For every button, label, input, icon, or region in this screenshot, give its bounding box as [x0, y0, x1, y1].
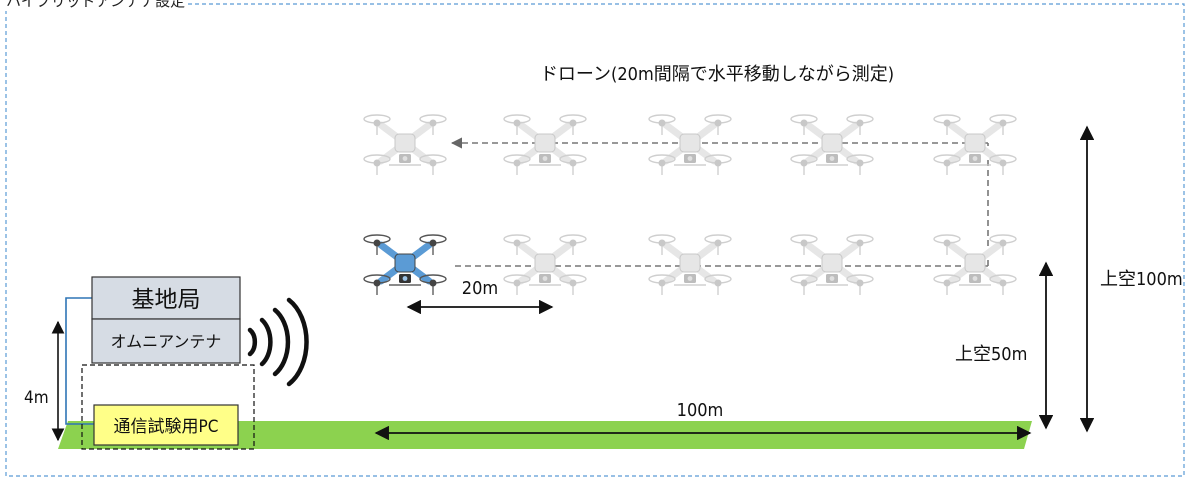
high-altitude-label: 上空100m — [1100, 269, 1183, 290]
ghost-drone-icon — [503, 114, 587, 175]
low-altitude-label: 上空50m — [955, 344, 1027, 365]
antenna-box — [91, 318, 241, 364]
distance-label: 100m — [677, 400, 724, 421]
ghost-drone-icon — [790, 234, 874, 295]
ghost-drone-icon — [648, 234, 732, 295]
spacing-label: 20m — [462, 278, 498, 299]
base-station-label: 基地局 — [132, 287, 201, 313]
antenna-label: オムニアンテナ — [111, 332, 222, 351]
ghost-drone-icon — [790, 114, 874, 175]
ghost-drone-icon — [648, 114, 732, 175]
ghost-drone-icon — [933, 114, 1017, 175]
height-label: 4m — [24, 388, 49, 408]
radio-wave-icon — [247, 297, 309, 387]
drone-title: ドローン(20m間隔で水平移動しながら測定) — [540, 64, 894, 85]
frame-border — [5, 3, 1185, 477]
station-wire — [65, 297, 96, 425]
flight-path — [450, 137, 989, 267]
frame-title: ハイブリッドアンテナ設定 — [4, 0, 188, 11]
ghost-drone-icon — [933, 234, 1017, 295]
active-drone-icon — [363, 234, 447, 295]
drone-layer — [363, 114, 1017, 295]
ghost-drone-icon — [503, 234, 587, 295]
pc-label: 通信試験用PC — [114, 417, 219, 437]
ghost-drone-icon — [363, 114, 447, 175]
pc-box — [93, 404, 239, 446]
